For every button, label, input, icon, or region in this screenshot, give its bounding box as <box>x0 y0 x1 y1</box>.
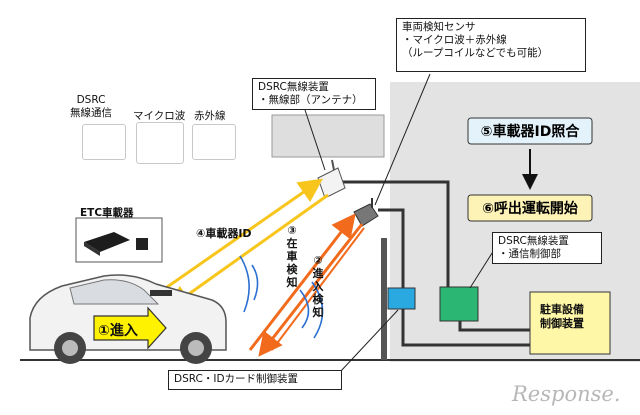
step2-label: ② 進入検知 <box>312 254 324 319</box>
step6-box <box>467 194 593 222</box>
parking-control-label: 駐車設備 制御装置 <box>540 303 584 330</box>
step3-label: ③ 在車検知 <box>286 224 298 289</box>
legend-microwave-box <box>136 122 184 164</box>
parking-control-box <box>529 291 611 355</box>
sensor-callout: 車両検知センサ ・マイクロ波＋赤外線 （ループコイルなどでも可能） <box>396 18 586 72</box>
car-illustration <box>29 274 227 364</box>
step1-label: ①進入 <box>98 323 138 339</box>
vehicle-sensor-device <box>353 198 379 227</box>
antenna-leader <box>304 109 326 171</box>
cable-2 <box>378 208 405 288</box>
step5-box <box>467 117 593 145</box>
card-controller-box <box>387 287 416 310</box>
microwave-arcs <box>239 255 324 339</box>
gate-housing <box>271 114 385 158</box>
watermark-logo: Response. <box>512 382 621 406</box>
sensor-leader <box>374 73 431 206</box>
infrared-arrow-3 <box>271 227 365 351</box>
legend-infrared-box <box>192 124 236 160</box>
infrared-arrow-2 <box>258 223 364 357</box>
dsrc-arrow-up <box>159 178 323 294</box>
infrared-arrow-1 <box>248 213 356 351</box>
antenna-callout: DSRC無線装置 ・無線部（アンテナ） <box>252 78 376 110</box>
legend-dsrc-box <box>82 124 126 160</box>
etc-unit-label: ETC車載器 <box>80 207 134 219</box>
gate-pole <box>381 238 387 360</box>
controller-leader <box>469 249 495 289</box>
communication-controller-box <box>439 286 479 322</box>
legend-dsrc-label: DSRC 無線通信 <box>70 94 112 119</box>
dsrc-arrow-down <box>167 193 329 310</box>
step5-label: ⑤車載器ID照合 <box>480 124 580 140</box>
step6-label: ⑥呼出運転開始 <box>482 201 578 217</box>
legend-microwave-label: マイクロ波 <box>133 110 186 122</box>
cable-1 <box>340 180 450 290</box>
card-controller-leader <box>339 309 399 373</box>
dsrc-antenna-device <box>317 159 346 199</box>
cable-4 <box>458 320 530 332</box>
legend-infrared-label: 赤外線 <box>194 110 226 122</box>
controller-callout: DSRC無線装置 ・通信制御部 <box>492 232 602 264</box>
card-controller-callout: DSRC・IDカード制御装置 <box>168 370 342 390</box>
etc-unit-device <box>84 232 148 256</box>
step4-label: ④車載器ID <box>196 227 252 240</box>
step1-arrow-shape <box>93 306 167 350</box>
cable-3 <box>401 307 530 347</box>
